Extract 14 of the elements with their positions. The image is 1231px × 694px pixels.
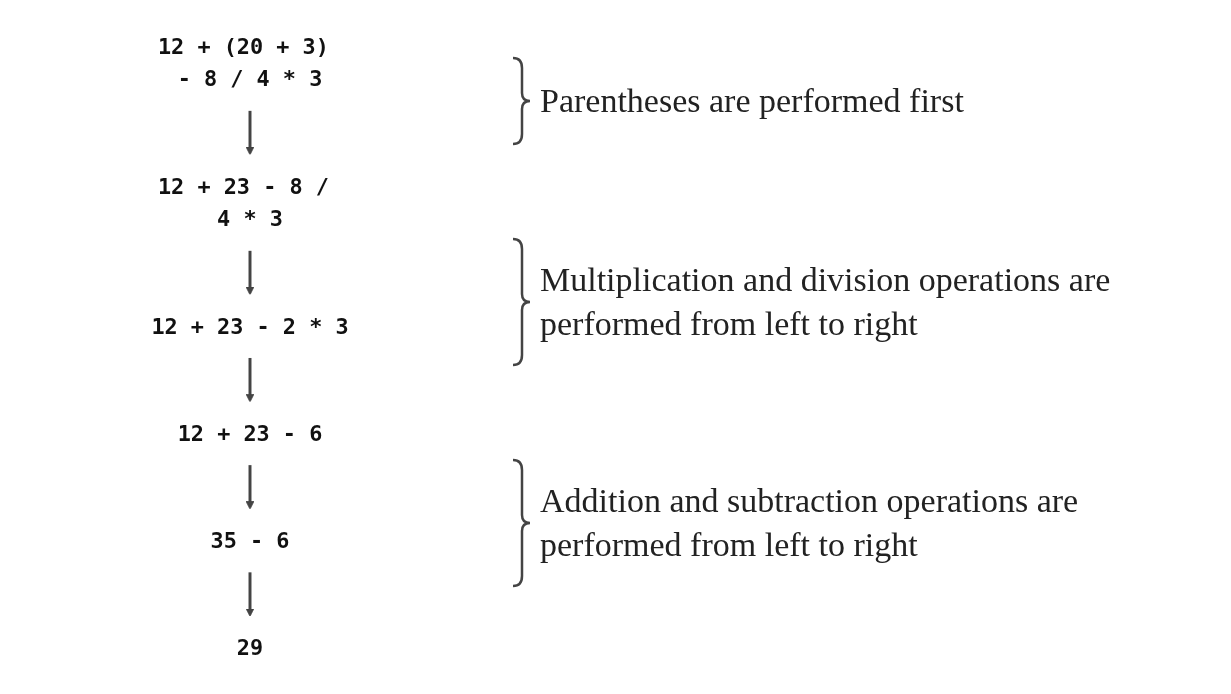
arrow xyxy=(245,110,255,156)
arrow xyxy=(245,357,255,403)
arrow xyxy=(245,250,255,296)
node-text: 12 + 23 - 2 * 3 xyxy=(151,313,349,339)
note-text: Addition and subtraction operations are performed from left to right xyxy=(540,481,1080,566)
node-text: 35 - 6 xyxy=(210,528,290,553)
arrow xyxy=(245,571,255,617)
arrow xyxy=(245,464,255,510)
node-text: 29 xyxy=(236,635,264,661)
node-text: 12 + 23 - 8 / 4 * 3 xyxy=(157,173,329,232)
node-text: 12 + (20 + 3) - 8 / 4 * 3 xyxy=(157,33,329,92)
note-text: Multiplication and division operations are performed from left to right xyxy=(540,259,1112,344)
note-text: Parentheses are performed first xyxy=(540,80,964,121)
node-text: 12 + 23 - 6 xyxy=(177,420,323,446)
